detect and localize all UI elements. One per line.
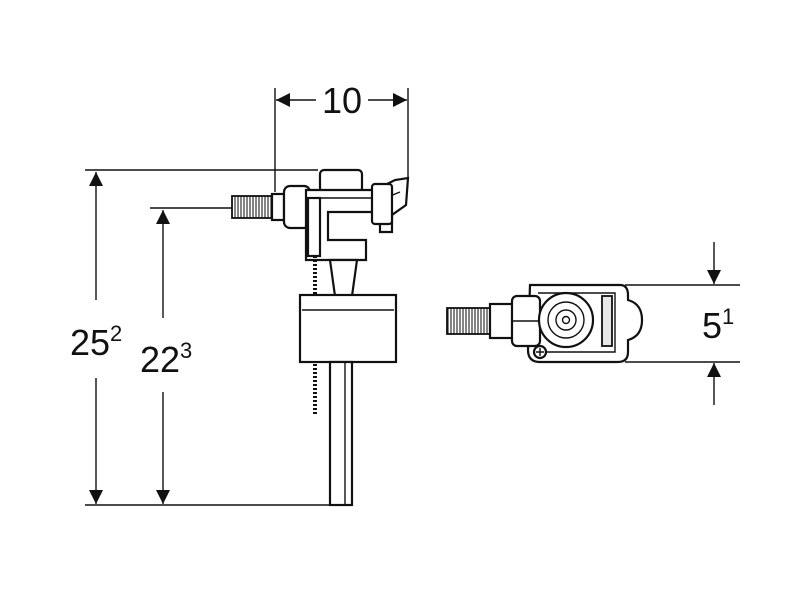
dimension-inlet-height: 223 [140,207,232,504]
dimension-overall-height: 252 [70,169,330,506]
dimension-label-inlet-height: 223 [140,338,192,380]
dimension-label-width: 10 [322,80,362,121]
dimension-label-inlet-offset: 51 [702,304,734,346]
fill-valve-side-view [231,168,410,507]
dimension-label-overall-height: 252 [70,321,122,363]
fill-valve-top-view [446,283,644,364]
dimension-inlet-offset: 51 [625,242,740,405]
dimension-width: 10 [274,80,409,192]
